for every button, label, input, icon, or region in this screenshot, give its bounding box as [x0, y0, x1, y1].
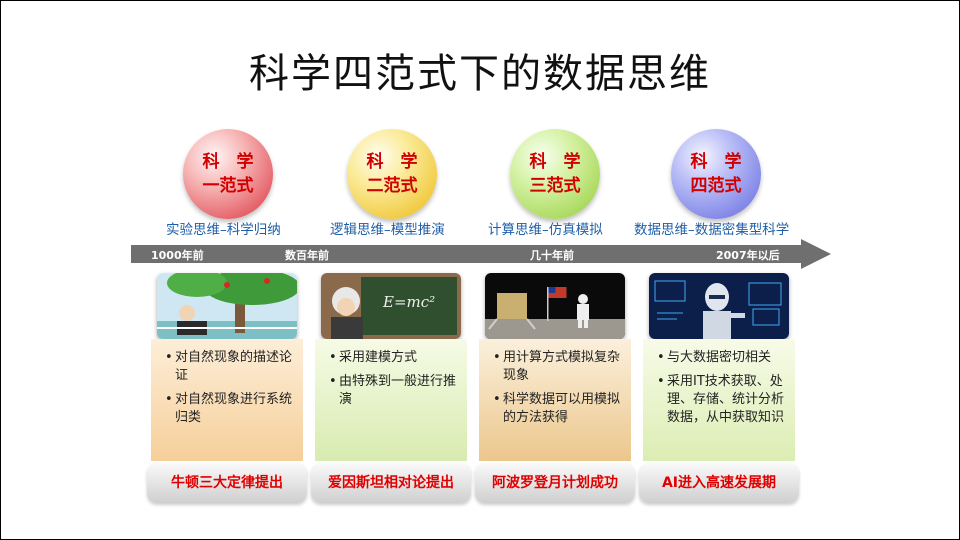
paradigm-4-subtitle: 数据思维–数据密集型科学	[634, 222, 790, 238]
timeline-label-1: 1000年前	[151, 249, 204, 262]
blackboard-equation: E=mc²	[382, 293, 435, 311]
paradigm-4-milestone: AI进入高速发展期	[639, 463, 799, 503]
timeline-label-4: 2007年以后	[716, 249, 780, 262]
paradigm-2-milestone: 爱因斯坦相对论提出	[311, 463, 471, 503]
paradigm-1-circle: 科 学 一范式	[183, 129, 273, 219]
paradigm-1-card-body: 对自然现象的描述论证 对自然现象进行系统归类	[151, 339, 303, 461]
paradigm-3-bullet-2: 科学数据可以用模拟的方法获得	[493, 391, 625, 427]
paradigm-3-card-body: 用计算方式模拟复杂现象 科学数据可以用模拟的方法获得	[479, 339, 631, 461]
timeline-label-3: 几十年前	[530, 249, 574, 262]
paradigm-2-card: E=mc² 采用建模方式 由特殊到一般进行推演	[315, 269, 467, 469]
paradigm-1-bullet-1: 对自然现象的描述论证	[165, 349, 297, 385]
paradigm-3-circle-line2: 三范式	[529, 176, 581, 196]
paradigm-1-milestone: 牛顿三大定律提出	[147, 463, 307, 503]
paradigm-1-circle-line1: 科 学	[202, 152, 254, 172]
paradigm-3-milestone: 阿波罗登月计划成功	[475, 463, 635, 503]
paradigm-2-card-body: 采用建模方式 由特殊到一般进行推演	[315, 339, 467, 461]
paradigm-3-subtitle: 计算思维–仿真模拟	[488, 222, 603, 238]
paradigm-1-circle-line2: 一范式	[202, 176, 254, 196]
paradigm-2-circle-line1: 科 学	[366, 152, 418, 172]
paradigm-4-circle-line1: 科 学	[690, 152, 742, 172]
newton-apple-tree-image	[157, 273, 297, 339]
slide-title: 科学四范式下的数据思维	[249, 51, 711, 97]
einstein-blackboard-image: E=mc²	[321, 273, 461, 339]
paradigm-2-circle-line2: 二范式	[366, 176, 418, 196]
paradigm-2-bullet-2: 由特殊到一般进行推演	[329, 373, 461, 409]
paradigm-4-circle-line2: 四范式	[690, 176, 742, 196]
paradigm-2-circle: 科 学 二范式	[347, 129, 437, 219]
paradigm-4-bullet-1: 与大数据密切相关	[657, 349, 789, 367]
paradigm-2-subtitle: 逻辑思维–模型推演	[330, 222, 445, 238]
paradigm-4-bullet-2: 采用IT技术获取、处理、存储、统计分析数据，从中获取知识	[657, 373, 789, 427]
paradigm-1-bullet-2: 对自然现象进行系统归类	[165, 391, 297, 427]
paradigm-4-card-body: 与大数据密切相关 采用IT技术获取、处理、存储、统计分析数据，从中获取知识	[643, 339, 795, 461]
moon-landing-image	[485, 273, 625, 339]
ai-robot-image	[649, 273, 789, 339]
paradigm-3-circle: 科 学 三范式	[510, 129, 600, 219]
paradigm-4-card: 与大数据密切相关 采用IT技术获取、处理、存储、统计分析数据，从中获取知识	[643, 269, 795, 469]
paradigm-1-card: 对自然现象的描述论证 对自然现象进行系统归类	[151, 269, 303, 469]
paradigm-4-circle: 科 学 四范式	[671, 129, 761, 219]
paradigm-3-bullet-1: 用计算方式模拟复杂现象	[493, 349, 625, 385]
paradigm-1-subtitle: 实验思维–科学归纳	[166, 222, 281, 238]
timeline-arrow	[131, 239, 831, 269]
timeline-label-2: 数百年前	[285, 249, 329, 262]
paradigm-3-circle-line1: 科 学	[529, 152, 581, 172]
paradigm-3-card: 用计算方式模拟复杂现象 科学数据可以用模拟的方法获得	[479, 269, 631, 469]
paradigm-2-bullet-1: 采用建模方式	[329, 349, 461, 367]
